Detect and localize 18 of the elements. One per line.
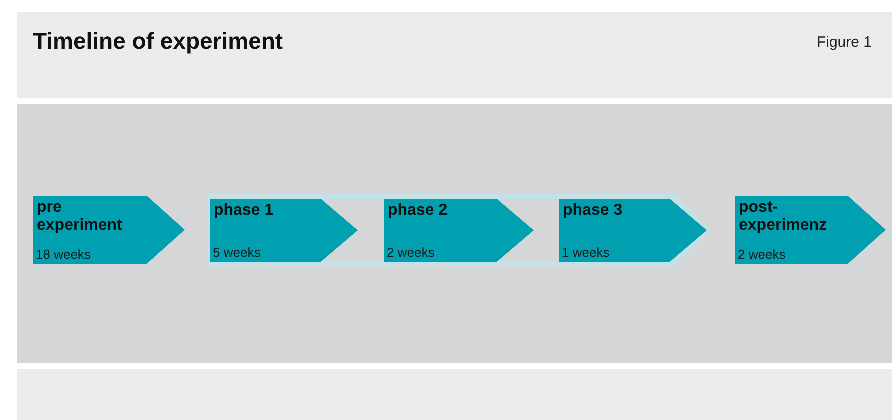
phase-name: post- experimenz (738, 199, 828, 235)
chevron-box (33, 196, 185, 264)
duration-text: 1 weeks (562, 245, 611, 261)
duration-text: 5 weeks (213, 245, 262, 261)
phase-name: phase 2 (387, 202, 449, 220)
title: Timeline of experiment (33, 27, 284, 56)
duration-text: 18 weeks (36, 247, 92, 263)
phase-name: phase 1 (213, 202, 275, 220)
duration-text: 2 weeks (387, 245, 436, 261)
phase-name: pre experiment (36, 199, 124, 235)
chevron-box (384, 199, 534, 262)
phase-name: phase 3 (562, 202, 624, 220)
chevron-box (735, 196, 886, 264)
group-outline (207, 194, 710, 267)
chevron-box (559, 199, 707, 262)
chevron-box (210, 199, 358, 262)
figure-label: Figure 1 (816, 33, 872, 53)
duration-text: 2 weeks (738, 247, 787, 263)
